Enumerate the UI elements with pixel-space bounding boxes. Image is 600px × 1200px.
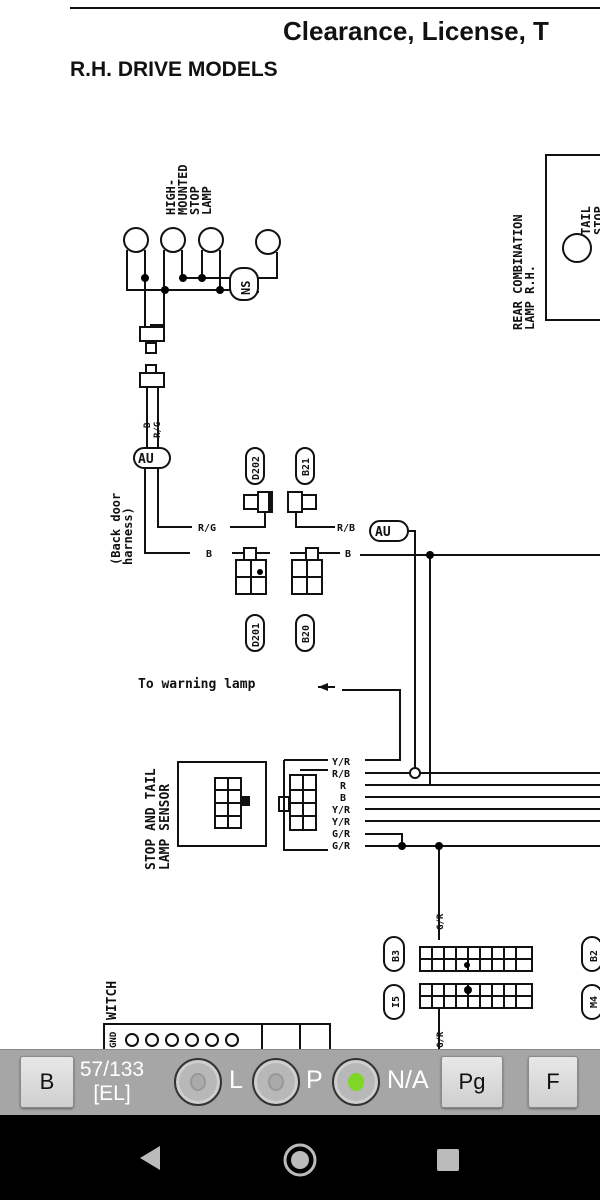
conn-b2: B2 [589, 950, 600, 962]
wire-b-label: B [206, 549, 212, 560]
svg-text:STOP AND TAIL: STOP AND TAIL [144, 768, 159, 870]
au-connector-2: AU [375, 525, 391, 540]
sensor-wire-label: G/R [332, 841, 351, 852]
tail-label: TAIL [579, 206, 593, 235]
sensor-wire-label: Y/R [332, 757, 351, 768]
viewer-toolbar: B 57/133 [EL] L P N/A Pg F [0, 1049, 600, 1116]
radio-selected-indicator [348, 1073, 364, 1091]
radio-l-label: L [229, 1066, 243, 1094]
page-button[interactable]: Pg [441, 1056, 503, 1108]
nav-recents-icon[interactable] [436, 1148, 460, 1172]
page-title: Clearance, License, T [283, 16, 549, 46]
page-number: 57/133 [79, 1058, 145, 1081]
wire-rg-label: R/G [198, 523, 216, 534]
nav-home-icon[interactable] [282, 1142, 318, 1178]
sensor-wire-label: R/B [332, 769, 350, 780]
conn-b3: B3 [391, 950, 402, 962]
svg-text:LAMP: LAMP [200, 186, 214, 215]
wire-rb-label: R/B [337, 523, 355, 534]
svg-text:(Back door: (Back door [109, 493, 123, 565]
sensor-wire-label: B [340, 793, 346, 804]
conn-d201: D201 [251, 623, 262, 647]
android-nav-bar [0, 1115, 600, 1200]
high-mount-label: HIGH- MOUNTED STOP LAMP [164, 164, 214, 215]
svg-text:LAMP R.H.: LAMP R.H. [523, 265, 537, 330]
svg-text:MOUNTED: MOUNTED [176, 164, 190, 215]
svg-text:REAR COMBINATION: REAR COMBINATION [511, 214, 525, 330]
conn-i5: I5 [391, 996, 402, 1008]
svg-text:harness): harness) [121, 507, 135, 565]
wire-b: B [143, 422, 153, 428]
radio-p-label: P [306, 1066, 323, 1094]
wire-gr-bottom: G/R [436, 1031, 446, 1048]
wiring-diagram: Clearance, License, T R.H. DRIVE MODELS … [70, 7, 600, 1050]
wire-rg: R/G [153, 422, 163, 438]
conn-b21: B21 [301, 458, 312, 476]
nav-back-icon[interactable] [136, 1143, 164, 1173]
gnd-label: GND [109, 1031, 119, 1048]
section-subtitle: R.H. DRIVE MODELS [70, 58, 278, 81]
conn-b20: B20 [301, 625, 312, 643]
conn-d202: D202 [251, 456, 262, 480]
radio-p[interactable] [252, 1058, 300, 1106]
bulbs [123, 227, 281, 332]
radio-l[interactable] [174, 1058, 222, 1106]
svg-text:HIGH-: HIGH- [164, 179, 178, 215]
stop-label: STOP [592, 206, 600, 235]
back-button[interactable]: B [20, 1056, 74, 1108]
forward-button[interactable]: F [528, 1056, 578, 1108]
wire-gr-label: G/R [436, 913, 446, 930]
switch-label: WITCH [105, 981, 120, 1020]
switch-terminals [125, 1024, 301, 1050]
radio-na[interactable] [332, 1058, 380, 1106]
warning-lamp-label: To warning lamp [138, 677, 256, 692]
sensor-wire-label: Y/R [332, 805, 351, 816]
wire-b-label-2: B [345, 549, 351, 560]
page-indicator: 57/133 [EL] [72, 1058, 152, 1106]
svg-text:STOP: STOP [188, 186, 202, 215]
ns-label: NS [239, 281, 253, 295]
sensor-wire-label: R [340, 781, 347, 792]
svg-text:LAMP SENSOR: LAMP SENSOR [158, 784, 173, 870]
section-code: [EL] [93, 1082, 131, 1105]
conn-m4: M4 [589, 996, 600, 1008]
sensor-wire-label: G/R [332, 829, 351, 840]
au-connector: AU [138, 452, 154, 467]
connector-small [139, 326, 165, 450]
radio-na-label: N/A [387, 1066, 429, 1094]
sensor-wire-label: Y/R [332, 817, 351, 828]
